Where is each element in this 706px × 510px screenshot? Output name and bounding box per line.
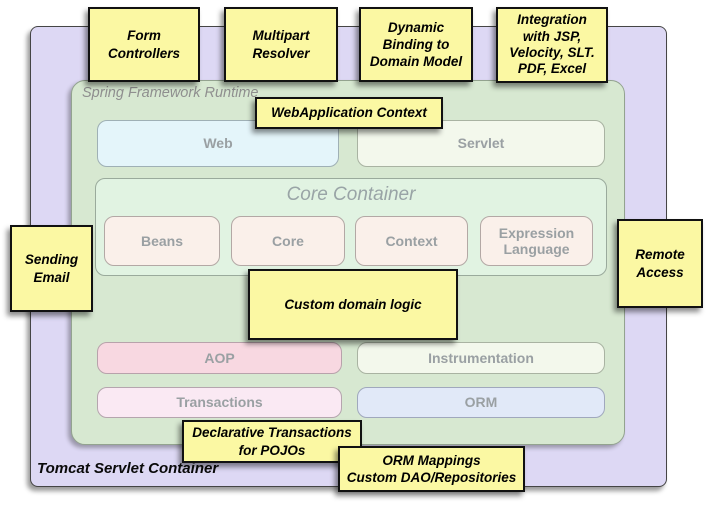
module-web: Web [97,120,339,167]
note-multipart-resolver: Multipart Resolver [224,7,338,82]
module-core-label: Core [272,232,304,249]
note-dynamic-binding: Dynamic Binding to Domain Model [359,7,473,82]
module-context: Context [355,216,468,266]
module-context-label: Context [385,232,438,249]
module-aop: AOP [97,342,342,374]
module-aop-label: AOP [204,349,235,366]
note-form-controllers: Form Controllers [88,7,200,82]
module-beans-label: Beans [140,232,184,249]
module-transactions: Transactions [97,387,342,418]
note-orm-mappings: ORM Mappings Custom DAO/Repositories [338,446,525,492]
module-instrumentation: Instrumentation [357,342,605,374]
module-orm-label: ORM [464,394,498,411]
spring-framework-runtime-label: Spring Framework Runtime [82,85,259,101]
note-sending-email: Sending Email [10,225,93,312]
module-orm: ORM [357,387,605,418]
note-declarative-transactions: Declarative Transactions for POJOs [182,420,362,463]
module-instrumentation-label: Instrumentation [428,349,534,366]
tomcat-servlet-container-label: Tomcat Servlet Container [37,460,219,477]
core-container-title: Core Container [286,184,416,205]
module-expression-language: Expression Language [480,216,593,266]
module-expression-language-label: Expression Language [498,224,575,257]
module-servlet-label: Servlet [457,135,505,152]
module-transactions-label: Transactions [176,394,263,411]
note-integration-views: Integration with JSP, Velocity, SLT. PDF… [496,7,608,83]
module-web-label: Web [203,135,233,152]
note-remote-access: Remote Access [617,219,703,308]
module-core: Core [231,216,345,266]
note-webapplication-context: WebApplication Context [255,97,443,129]
note-custom-domain-logic: Custom domain logic [248,269,458,340]
module-beans: Beans [104,216,220,266]
